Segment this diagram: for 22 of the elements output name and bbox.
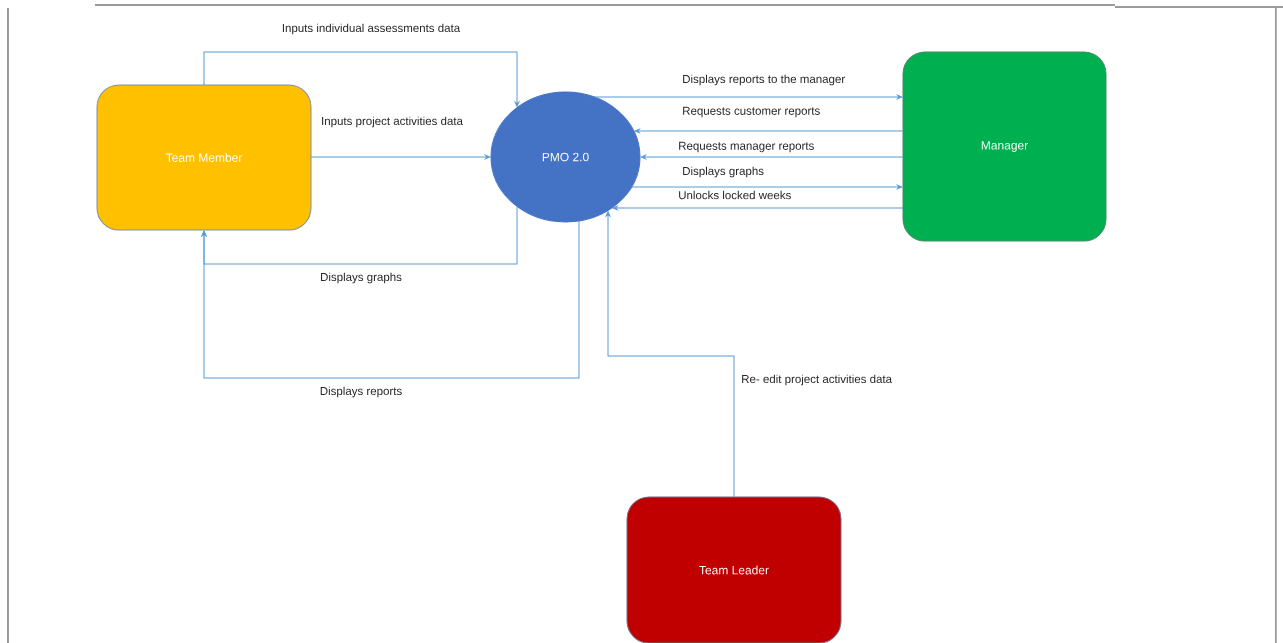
edge-label: Inputs individual assessments data xyxy=(282,23,461,35)
edge-label: Requests customer reports xyxy=(683,106,820,118)
arrow xyxy=(203,51,520,107)
arrow xyxy=(593,94,903,100)
edge-label: Displays reports xyxy=(320,386,402,398)
rounded-box: Manager xyxy=(902,51,1107,242)
arrow xyxy=(612,205,904,211)
arrow xyxy=(605,211,735,498)
edge-label: Unlocks locked weeks xyxy=(679,190,791,200)
edge-label: Displays graphs xyxy=(321,272,402,284)
edge-label: Re- edit project activities data xyxy=(742,374,893,386)
edge-label: Displays graphs xyxy=(683,166,764,178)
edge-label: Requests manager reports xyxy=(679,141,814,153)
arrow xyxy=(640,154,904,160)
arrow xyxy=(201,220,580,379)
rounded-box: Team Member xyxy=(96,84,312,231)
rounded-box: Team Leader xyxy=(626,496,842,643)
edge-label: Displays reports to the manager xyxy=(683,74,845,86)
edge-label: Inputs project activities data xyxy=(322,116,463,128)
arrow xyxy=(631,184,903,190)
arrow xyxy=(310,154,491,160)
arrow xyxy=(634,128,904,134)
